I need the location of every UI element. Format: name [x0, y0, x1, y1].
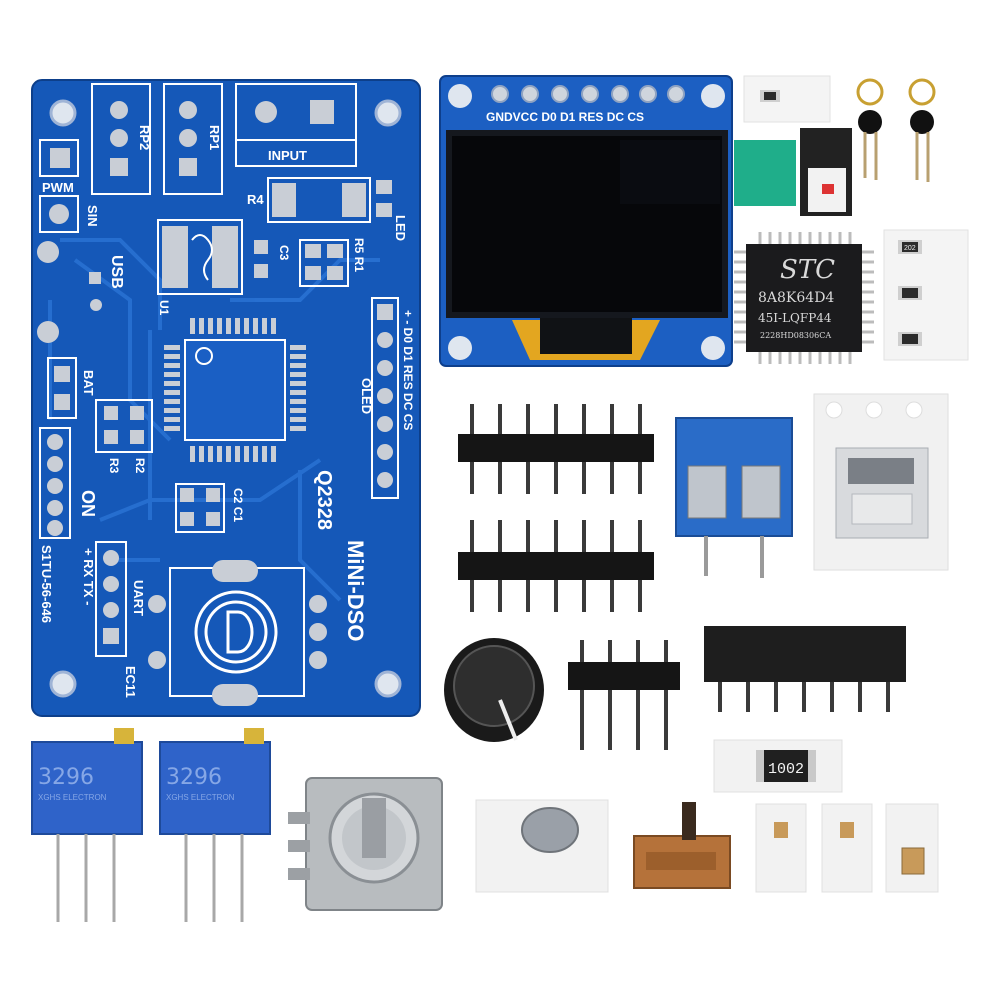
oled-pin-labels: + - D0 D1 RES DC CS	[401, 310, 415, 430]
ec11-label: EC11	[123, 666, 138, 698]
led-label: LED	[393, 215, 408, 241]
trimpot-1: 3296 XGHS ELECTRON	[31, 728, 143, 922]
smd-resistor-1002: 1002	[713, 739, 843, 793]
usb-footprint: USB	[37, 241, 125, 343]
pwm-label: PWM	[42, 180, 74, 195]
input-label: INPUT	[268, 148, 307, 163]
board-title: MiNi-DSO	[343, 540, 368, 641]
inductor-footprint: C3 R5 R1	[157, 219, 366, 295]
female-header	[704, 626, 906, 712]
r1-label: R1	[352, 257, 366, 273]
u1-label: U1	[157, 300, 171, 316]
trimpot-2-maker: XGHS ELECTRON	[166, 793, 235, 802]
rp1-label: RP1	[207, 125, 222, 150]
c2-c1-footprint: C2 C1	[175, 483, 245, 533]
rp-footprints: RP2 RP1	[91, 83, 223, 195]
chip-batch: 2228HD08306CA	[760, 331, 831, 340]
buzzer-pins	[856, 78, 936, 182]
sin-label: SIN	[85, 205, 100, 227]
pwm-sin-header: PWM SIN	[39, 139, 100, 233]
mounting-holes	[49, 99, 402, 698]
code-label: S1TU-56-646	[39, 545, 54, 623]
c1-label: C1	[231, 507, 245, 523]
oled-pin-text: GNDVCC D0 D1 RES DC CS	[486, 110, 644, 124]
r3-label: R3	[107, 458, 121, 474]
led-smd-tape	[800, 128, 852, 216]
usb-label: USB	[108, 255, 125, 289]
encoder-knob	[444, 638, 544, 742]
pin-header-2	[458, 520, 654, 612]
input-terminal-footprint: INPUT	[235, 83, 357, 167]
smd-capacitors	[755, 803, 939, 893]
green-capacitor	[734, 140, 796, 206]
right-angle-header	[568, 640, 680, 750]
r4-footprint: R4	[247, 177, 371, 223]
pcb-board: PWM SIN USB BAT ON S1TU-56-646	[31, 79, 421, 717]
r3-r2-footprint: R3 R2	[95, 399, 153, 474]
stc-mcu-chip: STC 8A8K64D4 45I-LQFP44 2228HD08306CA	[734, 232, 874, 364]
uart-pin-labels: + RX TX -	[81, 548, 96, 605]
slide-switch	[633, 802, 731, 889]
smd-resistor-tape-1	[743, 75, 831, 123]
trimpot-2-marking: 3296	[166, 765, 222, 790]
u1-pads	[164, 318, 306, 462]
pin-header-1	[458, 404, 654, 494]
version-label: Q2328	[313, 470, 335, 530]
chip-package: 45I-LQFP44	[758, 311, 832, 325]
c2-label: C2	[231, 488, 245, 504]
screw-terminal-block	[675, 417, 793, 578]
on-label: ON	[78, 490, 98, 517]
chip-part: 8A8K64D4	[758, 290, 834, 306]
photo-sensor	[475, 799, 609, 893]
led-footprint: LED	[376, 180, 408, 241]
oled-header-footprint: OLED + - D0 D1 RES DC CS	[359, 297, 415, 499]
trimpot-1-marking: 3296	[38, 765, 94, 790]
mcu-leads	[734, 232, 874, 364]
bat-header: BAT	[47, 357, 96, 419]
rotary-encoder	[288, 777, 443, 911]
resistor-code: 202	[904, 245, 916, 252]
trimpot-2: 3296 XGHS ELECTRON	[159, 728, 271, 922]
ec11-footprint: EC11	[123, 560, 327, 706]
oled-module: GNDVCC D0 D1 RES DC CS	[439, 75, 733, 367]
trimpot-1-maker: XGHS ELECTRON	[38, 793, 107, 802]
r5-label: R5	[352, 238, 366, 254]
r2-label: R2	[133, 458, 147, 474]
c2-c1-label: C2 C1	[231, 488, 245, 522]
r4-label: R4	[247, 192, 264, 207]
resistor-1002-code: 1002	[768, 761, 804, 778]
bat-label: BAT	[81, 370, 96, 396]
oled-label: OLED	[359, 378, 374, 414]
u1-chip-footprint: U1	[157, 300, 306, 462]
smd-resistor-tape-2: 202	[883, 229, 969, 361]
rp2-label: RP2	[137, 125, 152, 150]
on-switch-footprint: ON S1TU-56-646	[39, 427, 98, 623]
uart-label: UART	[131, 580, 146, 616]
c3-label: C3	[277, 245, 291, 261]
oled-pins	[491, 85, 685, 103]
uart-header-footprint: UART + RX TX -	[81, 541, 146, 657]
chip-brand: STC	[780, 255, 835, 285]
micro-usb-connector	[813, 393, 949, 571]
r5-r1-label: R5 R1	[352, 238, 366, 272]
